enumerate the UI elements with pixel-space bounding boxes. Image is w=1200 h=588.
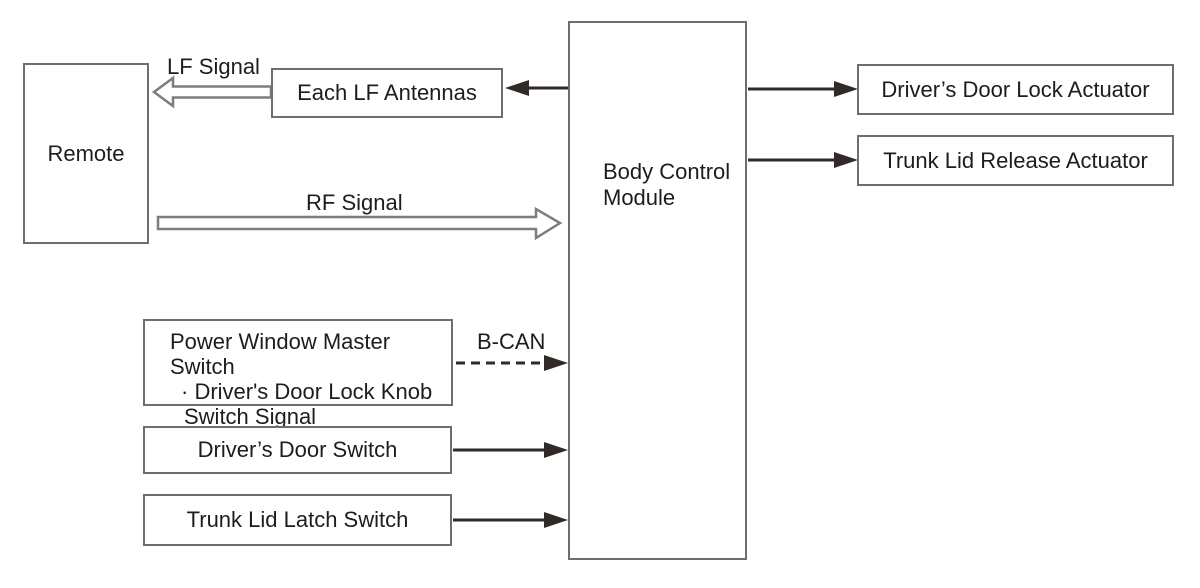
each-lf-antennas-label: Each LF Antennas [297, 80, 477, 106]
body-control-module-label: Body Control Module [603, 159, 731, 211]
bcan-dashed-arrow [456, 355, 568, 371]
bcm-to-door-lock-actuator-arrow [748, 81, 858, 97]
trunk-latch-to-bcm-arrow [453, 512, 568, 528]
trunk-lid-release-actuator-box: Trunk Lid Release Actuator [857, 135, 1174, 186]
bcm-to-trunk-release-arrow [748, 152, 858, 168]
power-window-master-switch-box: Power Window Master Switch · Driver's Do… [143, 319, 453, 428]
rf-signal-label: RF Signal [306, 190, 403, 215]
remote-label: Remote [47, 140, 125, 166]
body-control-module-box: Body Control Module [568, 21, 747, 560]
drivers-door-lock-actuator-box: Driver’s Door Lock Actuator [857, 64, 1174, 115]
trunk-lid-latch-switch-label: Trunk Lid Latch Switch [186, 507, 409, 533]
switch-signal-label: Switch Signal [184, 403, 317, 429]
lf-signal-hollow-arrow [151, 75, 273, 109]
drivers-door-switch-box: Driver’s Door Switch [143, 426, 452, 474]
door-switch-to-bcm-arrow [453, 442, 568, 458]
lf-signal-label: LF Signal [167, 54, 260, 79]
bcm-to-antennas-arrow [505, 80, 568, 96]
power-window-master-switch-label: Power Window Master Switch [170, 329, 391, 379]
door-lock-knob-signal-label: · Driver's Door Lock Knob [181, 378, 433, 404]
remote-box: Remote [23, 63, 149, 244]
b-can-label: B-CAN [477, 329, 546, 354]
trunk-lid-release-actuator-label: Trunk Lid Release Actuator [883, 147, 1148, 173]
each-lf-antennas-box: Each LF Antennas [271, 68, 503, 118]
trunk-lid-latch-switch-box: Trunk Lid Latch Switch [143, 494, 452, 546]
drivers-door-switch-label: Driver’s Door Switch [197, 437, 398, 463]
drivers-door-lock-actuator-label: Driver’s Door Lock Actuator [881, 76, 1150, 102]
rf-signal-hollow-arrow [156, 206, 563, 241]
